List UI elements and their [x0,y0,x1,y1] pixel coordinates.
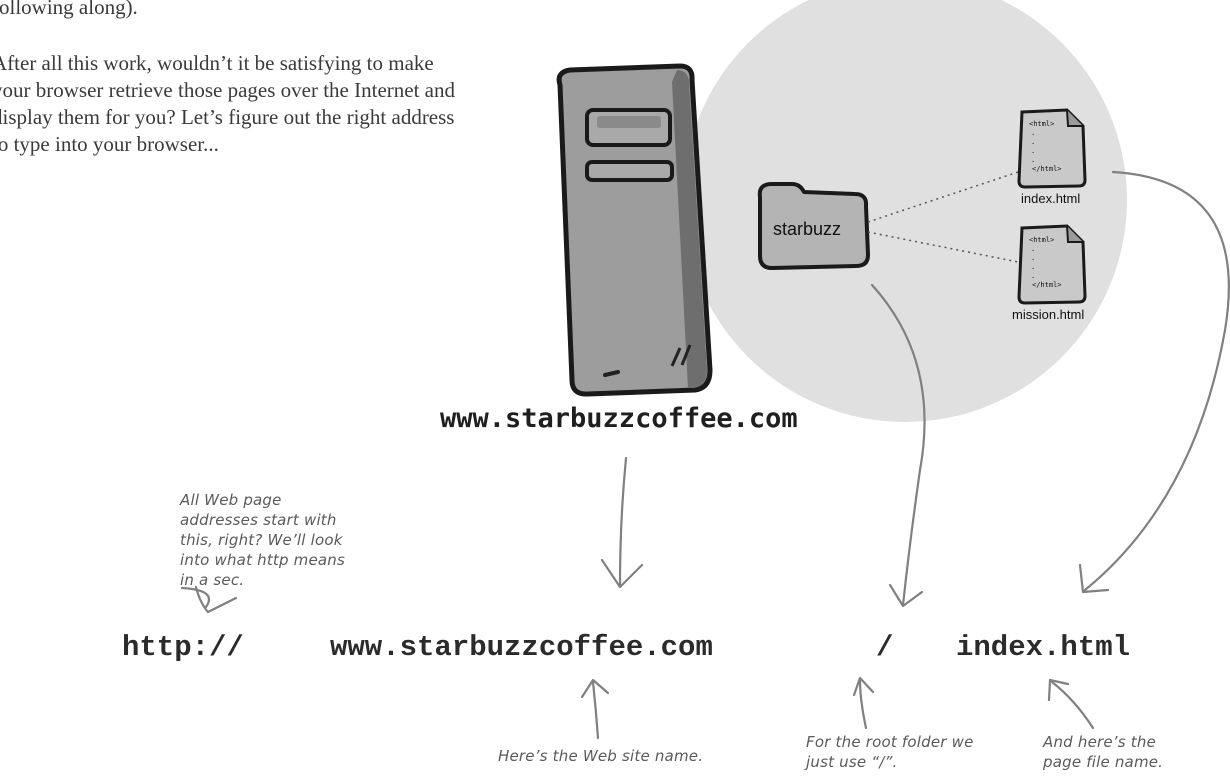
arrow-note-to-protocol [182,588,209,607]
file-note: And here’s the page file name. [1043,732,1183,772]
index-file-contents: <html> .... </html> [1029,120,1062,174]
protocol-note: All Web page addresses start with this, … [180,490,360,590]
server-domain-label: www.starbuzzcoffee.com [440,403,798,434]
mission-close-tag: </html> [1029,281,1062,290]
url-slash: / [876,631,893,664]
root-note: For the root folder we just use “/”. [806,732,976,772]
url-file: index.html [956,631,1130,664]
url-site: www.starbuzzcoffee.com [330,631,713,664]
mission-file-label: mission.html [1012,307,1084,322]
index-file-label: index.html [1021,191,1080,206]
folder-label: starbuzz [773,219,841,240]
mission-file-contents: <html> .... </html> [1029,236,1062,290]
site-note: Here’s the Web site name. [498,746,703,766]
url-protocol: http:// [122,631,244,664]
server-circle [683,0,1127,422]
index-close-tag: </html> [1029,165,1062,174]
arrow-head-site [602,560,642,587]
mission-open-tag: <html> [1029,236,1062,245]
server-icon [559,66,710,394]
index-open-tag: <html> [1029,120,1062,129]
arrow-server-to-site [620,458,626,585]
